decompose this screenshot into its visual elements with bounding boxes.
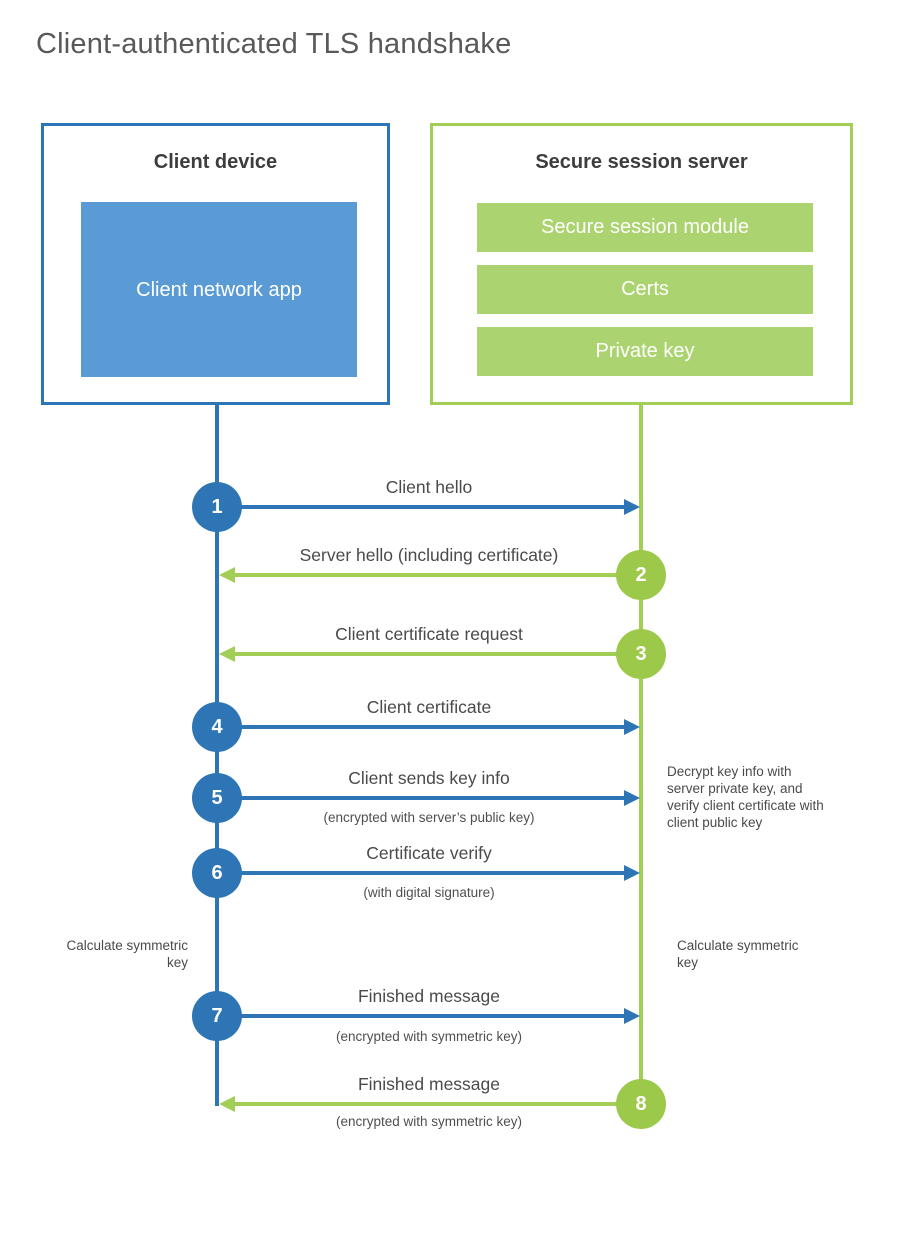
step-2-arrowhead-icon xyxy=(219,567,235,583)
step-7-circle: 7 xyxy=(192,991,242,1041)
step-2-circle: 2 xyxy=(616,550,666,600)
client-network-app-box: Client network app xyxy=(81,202,357,377)
client-device-title: Client device xyxy=(153,151,278,173)
step-6-label: Certificate verify xyxy=(366,843,492,863)
step-2-label: Server hello (including certificate) xyxy=(299,545,559,565)
calculate-symmetric-key-right: Calculate symmetric key xyxy=(677,938,799,970)
step-5-arrowhead-icon xyxy=(624,790,640,806)
step-7-arrowhead-icon xyxy=(624,1008,640,1024)
step-3-circle: 3 xyxy=(616,629,666,679)
server-module-secure-session: Secure session module xyxy=(477,203,813,252)
step-8-circle: 8 xyxy=(616,1079,666,1129)
step-4-arrowhead-icon xyxy=(624,719,640,735)
step-3-arrowhead-icon xyxy=(219,646,235,662)
step-5-label: Client sends key info xyxy=(348,768,510,788)
server-module-private-key: Private key xyxy=(477,327,813,376)
step-5-sublabel: (encrypted with server’s public key) xyxy=(323,810,535,825)
step-7-label: Finished message xyxy=(357,986,501,1006)
step-1-arrow xyxy=(219,505,625,509)
secure-session-server-title: Secure session server xyxy=(535,151,748,173)
client-device-box: Client device Client network app xyxy=(41,123,390,405)
step-2-arrow xyxy=(235,573,641,577)
step-4-circle: 4 xyxy=(192,702,242,752)
step-8-arrow xyxy=(235,1102,641,1106)
decrypt-key-note: Decrypt key info with server private key… xyxy=(667,764,824,830)
step-5-arrow xyxy=(219,796,625,800)
step-1-circle: 1 xyxy=(192,482,242,532)
step-8-sublabel: (encrypted with symmetric key) xyxy=(335,1114,523,1129)
step-8-arrowhead-icon xyxy=(219,1096,235,1112)
step-4-label: Client certificate xyxy=(366,697,492,717)
calculate-symmetric-key-left: Calculate symmetric key xyxy=(66,938,188,970)
step-6-arrowhead-icon xyxy=(624,865,640,881)
step-6-sublabel: (with digital signature) xyxy=(363,885,495,900)
step-3-arrow xyxy=(235,652,641,656)
step-7-sublabel: (encrypted with symmetric key) xyxy=(335,1029,523,1044)
step-1-label: Client hello xyxy=(385,477,473,497)
secure-session-server-box: Secure session server Secure session mod… xyxy=(430,123,853,405)
step-3-label: Client certificate request xyxy=(335,624,523,644)
server-lifeline xyxy=(639,404,643,1106)
step-7-arrow xyxy=(219,1014,625,1018)
step-6-circle: 6 xyxy=(192,848,242,898)
client-network-app-label: Client network app xyxy=(136,278,302,301)
step-5-circle: 5 xyxy=(192,773,242,823)
step-1-arrowhead-icon xyxy=(624,499,640,515)
step-8-label: Finished message xyxy=(357,1074,501,1094)
server-module-certs: Certs xyxy=(477,265,813,314)
client-lifeline xyxy=(215,404,219,1106)
step-6-arrow xyxy=(219,871,625,875)
page-title: Client-authenticated TLS handshake xyxy=(36,28,512,60)
step-4-arrow xyxy=(219,725,625,729)
